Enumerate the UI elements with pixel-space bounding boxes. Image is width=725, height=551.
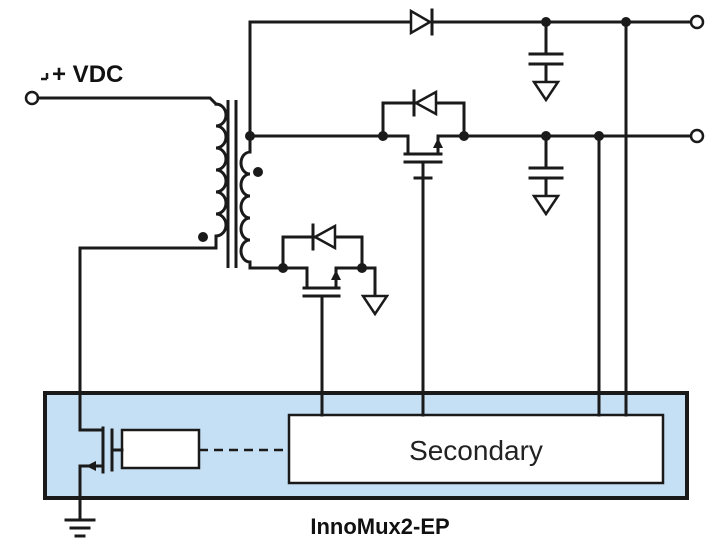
input-terminal-icon[interactable] [24,90,40,106]
input-voltage-label: + VDC [52,61,123,88]
transformer-icon [78,100,263,270]
ground-icon [64,518,96,538]
mosfet-icon [378,89,469,417]
diode-icon [409,8,434,36]
mosfet-icon [278,223,367,417]
ground-icon [531,80,561,103]
capacitor-icon [528,20,564,103]
primary-controller-block [120,428,201,470]
secondary-label: Secondary [409,435,543,466]
input-polarity-mark [41,73,49,81]
output-terminal-icon[interactable] [689,128,705,144]
primary-switch-mosfet-icon [78,246,124,522]
ic-name-label: InnoMux2-EP [310,514,449,539]
ground-icon [531,194,561,217]
secondary-block [287,413,665,485]
capacitor-icon [528,134,564,217]
ground-icon [360,294,390,317]
output-terminal-icon[interactable] [689,14,705,30]
